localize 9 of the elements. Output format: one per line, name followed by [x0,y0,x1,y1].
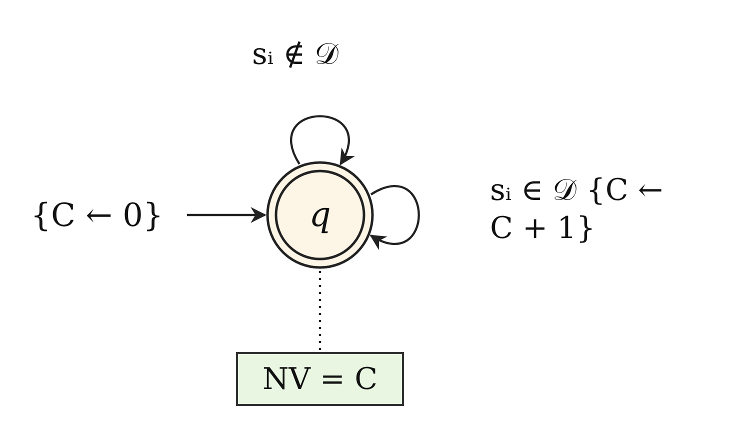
dotted-connector [318,271,322,350]
self-loop-arrow [370,185,420,249]
state-name: q [309,195,331,235]
output-label: NV = C [262,362,378,396]
arrow [187,207,267,223]
accepting-state-circle [266,161,374,269]
self-loop-arrow [290,115,354,166]
output-box [236,352,404,406]
action-label: {C ← 0} [30,196,164,234]
